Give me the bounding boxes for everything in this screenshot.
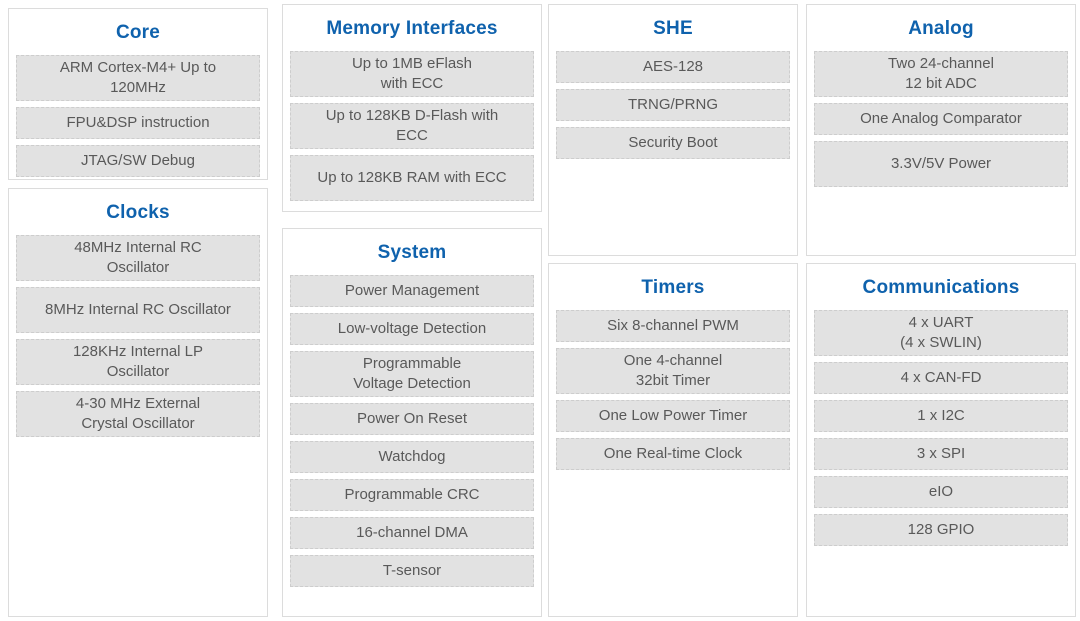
section-timers-items: Six 8-channel PWM One 4-channel 32bit Ti… [556, 310, 790, 470]
section-system-title: System [377, 242, 447, 263]
section-core-title: Core [115, 22, 161, 43]
feature-item: ARM Cortex-M4+ Up to 120MHz [16, 55, 260, 101]
section-she-items: AES-128 TRNG/PRNG Security Boot [556, 51, 790, 159]
section-system-items: Power Management Low-voltage Detection P… [290, 275, 534, 587]
feature-item: Six 8-channel PWM [556, 310, 790, 342]
feature-item: 8MHz Internal RC Oscillator [16, 287, 260, 333]
feature-item: AES-128 [556, 51, 790, 83]
feature-item: Up to 128KB RAM with ECC [290, 155, 534, 201]
section-clocks-title: Clocks [106, 202, 170, 223]
feature-item: Watchdog [290, 441, 534, 473]
section-she: SHE AES-128 TRNG/PRNG Security Boot [548, 4, 798, 256]
section-memory-interfaces-title: Memory Interfaces [326, 18, 498, 39]
feature-item: Power Management [290, 275, 534, 307]
feature-item: FPU&DSP instruction [16, 107, 260, 139]
feature-item: Power On Reset [290, 403, 534, 435]
section-core: Core ARM Cortex-M4+ Up to 120MHz FPU&DSP… [8, 8, 268, 180]
feature-item: 4-30 MHz External Crystal Oscillator [16, 391, 260, 437]
feature-item: Up to 1MB eFlash with ECC [290, 51, 534, 97]
section-core-items: ARM Cortex-M4+ Up to 120MHz FPU&DSP inst… [16, 55, 260, 177]
feature-item: JTAG/SW Debug [16, 145, 260, 177]
section-clocks: Clocks 48MHz Internal RC Oscillator 8MHz… [8, 188, 268, 617]
section-system: System Power Management Low-voltage Dete… [282, 228, 542, 617]
feature-item: One Analog Comparator [814, 103, 1068, 135]
feature-item: Programmable Voltage Detection [290, 351, 534, 397]
section-analog-items: Two 24-channel 12 bit ADC One Analog Com… [814, 51, 1068, 187]
section-analog: Analog Two 24-channel 12 bit ADC One Ana… [806, 4, 1076, 256]
section-communications-title: Communications [862, 277, 1020, 298]
feature-item: Security Boot [556, 127, 790, 159]
section-analog-title: Analog [908, 18, 974, 39]
feature-item: eIO [814, 476, 1068, 508]
feature-item: Low-voltage Detection [290, 313, 534, 345]
feature-item: One 4-channel 32bit Timer [556, 348, 790, 394]
feature-item: Up to 128KB D-Flash with ECC [290, 103, 534, 149]
section-timers-title: Timers [641, 277, 705, 298]
section-she-title: SHE [653, 18, 693, 39]
feature-item: 16-channel DMA [290, 517, 534, 549]
feature-item: 128KHz Internal LP Oscillator [16, 339, 260, 385]
feature-item: One Low Power Timer [556, 400, 790, 432]
section-communications-items: 4 x UART (4 x SWLIN) 4 x CAN-FD 1 x I2C … [814, 310, 1068, 546]
section-clocks-items: 48MHz Internal RC Oscillator 8MHz Intern… [16, 235, 260, 437]
feature-item: 4 x UART (4 x SWLIN) [814, 310, 1068, 356]
feature-item: TRNG/PRNG [556, 89, 790, 121]
section-timers: Timers Six 8-channel PWM One 4-channel 3… [548, 263, 798, 617]
feature-item: 3 x SPI [814, 438, 1068, 470]
feature-item: Programmable CRC [290, 479, 534, 511]
feature-item: 128 GPIO [814, 514, 1068, 546]
feature-item: 1 x I2C [814, 400, 1068, 432]
feature-item: Two 24-channel 12 bit ADC [814, 51, 1068, 97]
feature-item: T-sensor [290, 555, 534, 587]
feature-item: 48MHz Internal RC Oscillator [16, 235, 260, 281]
feature-item: 3.3V/5V Power [814, 141, 1068, 187]
section-memory-interfaces: Memory Interfaces Up to 1MB eFlash with … [282, 4, 542, 212]
feature-item: One Real-time Clock [556, 438, 790, 470]
feature-item: 4 x CAN-FD [814, 362, 1068, 394]
section-communications: Communications 4 x UART (4 x SWLIN) 4 x … [806, 263, 1076, 617]
section-memory-interfaces-items: Up to 1MB eFlash with ECC Up to 128KB D-… [290, 51, 534, 201]
